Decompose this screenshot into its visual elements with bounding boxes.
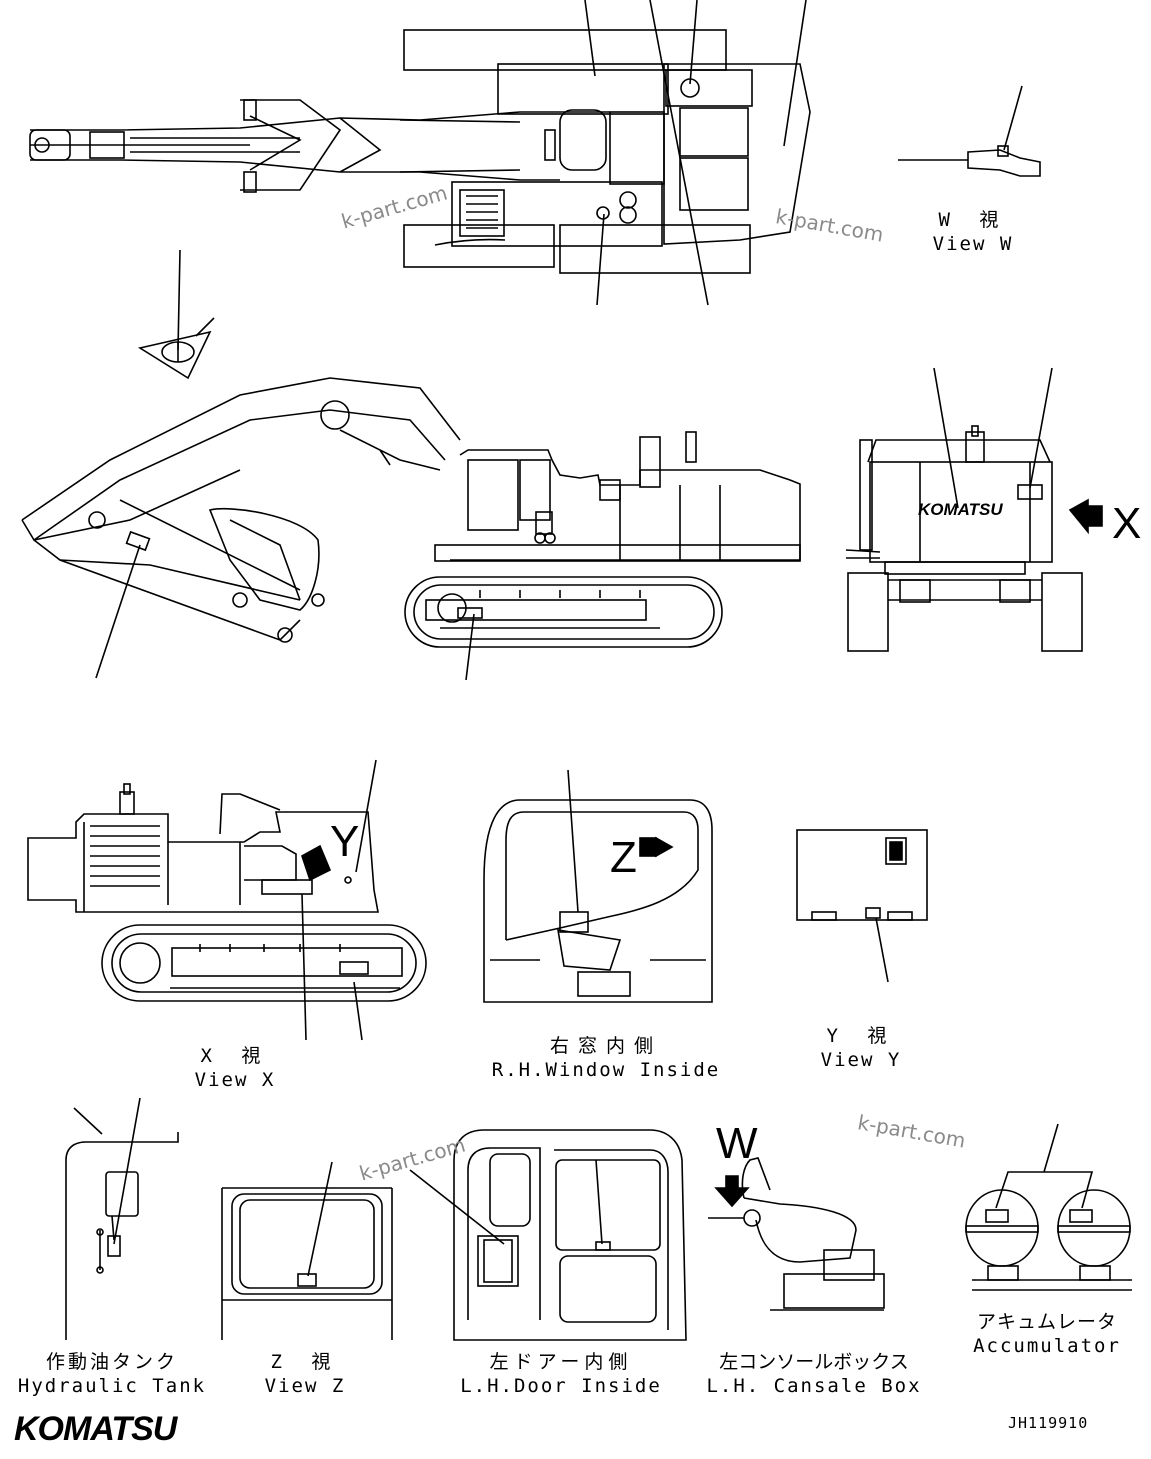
top-view-machine (29, 29, 811, 274)
label-rh-window-jp: 右窓内側 (549, 1035, 662, 1057)
drawing-code: JH119910 (1008, 1414, 1089, 1432)
label-accumulator: アキュムレータ Accumulator (962, 1310, 1132, 1358)
view-x-machine (27, 759, 427, 1041)
rh-window-view (483, 769, 713, 1003)
label-view-z-en: View Z (264, 1375, 346, 1397)
marker-w: W (716, 1119, 758, 1168)
label-hydraulic-tank-en: Hydraulic Tank (17, 1375, 207, 1397)
lh-console-view (708, 1157, 885, 1311)
label-lh-door: 左ドアー内側 L.H.Door Inside (446, 1350, 676, 1398)
top-view-leaders (584, 0, 807, 306)
label-hydraulic-tank-jp: 作動油タンク (45, 1351, 178, 1373)
hydraulic-tank-view (65, 1097, 179, 1340)
label-rh-window-en: R.H.Window Inside (491, 1059, 721, 1081)
marker-y: Y (330, 817, 360, 866)
label-lh-door-jp: 左ドアー内側 (489, 1351, 633, 1373)
label-view-w-jp: W 視 (938, 209, 1008, 231)
label-view-w: W 視 View W (918, 208, 1028, 256)
side-view-machine (21, 377, 801, 681)
label-lh-door-en: L.H.Door Inside (460, 1375, 662, 1397)
triangle-decal (137, 249, 215, 380)
marker-z: Z (610, 833, 637, 882)
label-hydraulic-tank: 作動油タンク Hydraulic Tank (10, 1350, 214, 1398)
label-view-y: Y 視 View Y (806, 1024, 916, 1072)
machine-brand-decal: KOMATSU (918, 500, 1003, 519)
label-accumulator-jp: アキュムレータ (976, 1311, 1117, 1333)
label-view-x-jp: X 視 (200, 1045, 270, 1067)
label-lh-console: 左コンソールボックス L.H. Cansale Box (696, 1350, 932, 1398)
label-rh-window: 右窓内側 R.H.Window Inside (486, 1034, 726, 1082)
label-view-y-jp: Y 視 (826, 1025, 896, 1047)
view-w-part (898, 85, 1041, 177)
label-lh-console-en: L.H. Cansale Box (706, 1375, 922, 1397)
lh-door-view (409, 1129, 687, 1341)
label-view-z: Z 視 View Z (250, 1350, 360, 1398)
label-view-x: X 視 View X (180, 1044, 290, 1092)
view-z (221, 1161, 393, 1340)
label-view-z-jp: Z 視 (270, 1351, 340, 1373)
komatsu-logo: KOMATSU (14, 1410, 177, 1448)
label-view-y-en: View Y (820, 1049, 902, 1071)
label-lh-console-jp: 左コンソールボックス (719, 1351, 909, 1373)
label-accumulator-en: Accumulator (973, 1335, 1121, 1357)
rear-view-machine (845, 367, 1103, 652)
marker-x: X (1112, 499, 1142, 548)
accumulator-view (965, 1123, 1132, 1291)
label-view-x-en: View X (194, 1069, 276, 1091)
view-y-panel (796, 829, 928, 983)
label-view-w-en: View W (932, 233, 1014, 255)
